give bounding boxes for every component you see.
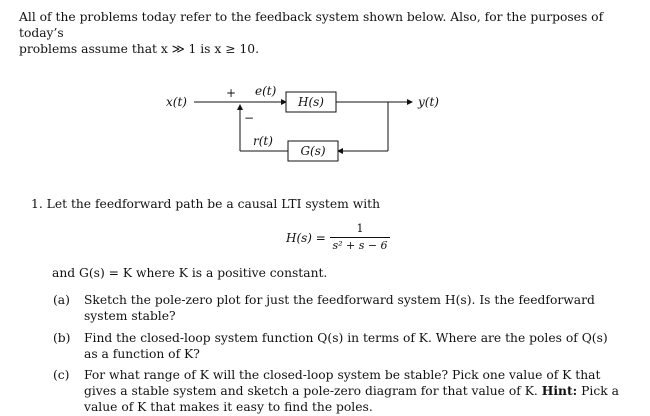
equation-fraction: 1 s² + s − 6 <box>330 222 390 253</box>
equation-numerator: 1 <box>356 222 364 235</box>
forward-block-label: H(s) <box>297 95 324 109</box>
part-b-text: Find the closed-loop system function Q(s… <box>84 331 608 361</box>
feedback-signal-label: r(t) <box>253 134 273 148</box>
feedback-block-label: G(s) <box>300 144 325 158</box>
part-c-body: For what range of K will the closed-loop… <box>84 367 624 415</box>
error-signal-label: e(t) <box>255 84 277 98</box>
feedback-gain-statement: and G(s) = K where K is a positive const… <box>52 266 328 280</box>
output-signal-label: y(t) <box>417 95 439 109</box>
problem-1-number: 1. <box>31 197 43 211</box>
part-c-hint-text: Pick a value of K that makes it easy to … <box>84 384 619 414</box>
fraction-bar <box>330 237 390 238</box>
part-a-text: Sketch the pole-zero plot for just the f… <box>84 293 595 323</box>
problem-1-statement: 1. Let the feedforward path be a causal … <box>31 196 621 212</box>
intro-paragraph: All of the problems today refer to the f… <box>19 9 627 57</box>
part-c-hint-label: Hint: <box>541 383 578 398</box>
problem-1-text: Let the feedforward path be a causal LTI… <box>46 197 381 211</box>
minus-sign: − <box>244 111 254 125</box>
part-b-tag: (b) <box>53 331 71 345</box>
intro-line-2: problems assume that x ≫ 1 is x ≥ 10. <box>19 42 259 56</box>
intro-line-1: All of the problems today refer to the f… <box>19 10 604 40</box>
transfer-function-equation: H(s) = 1 s² + s − 6 <box>286 222 416 258</box>
part-b: (b) Find the closed-loop system function… <box>53 330 628 364</box>
input-signal-label: x(t) <box>166 95 187 109</box>
part-a-tag: (a) <box>53 293 70 307</box>
part-a: (a) Sketch the pole-zero plot for just t… <box>53 292 628 326</box>
equation-lhs: H(s) = <box>286 231 326 245</box>
part-c-text: For what range of K will the closed-loop… <box>84 368 601 398</box>
part-c-tag: (c) <box>53 368 70 382</box>
plus-sign: + <box>226 86 236 100</box>
part-c: (c) For what range of K will the closed-… <box>53 367 628 415</box>
equation-denominator: s² + s − 6 <box>332 239 388 252</box>
